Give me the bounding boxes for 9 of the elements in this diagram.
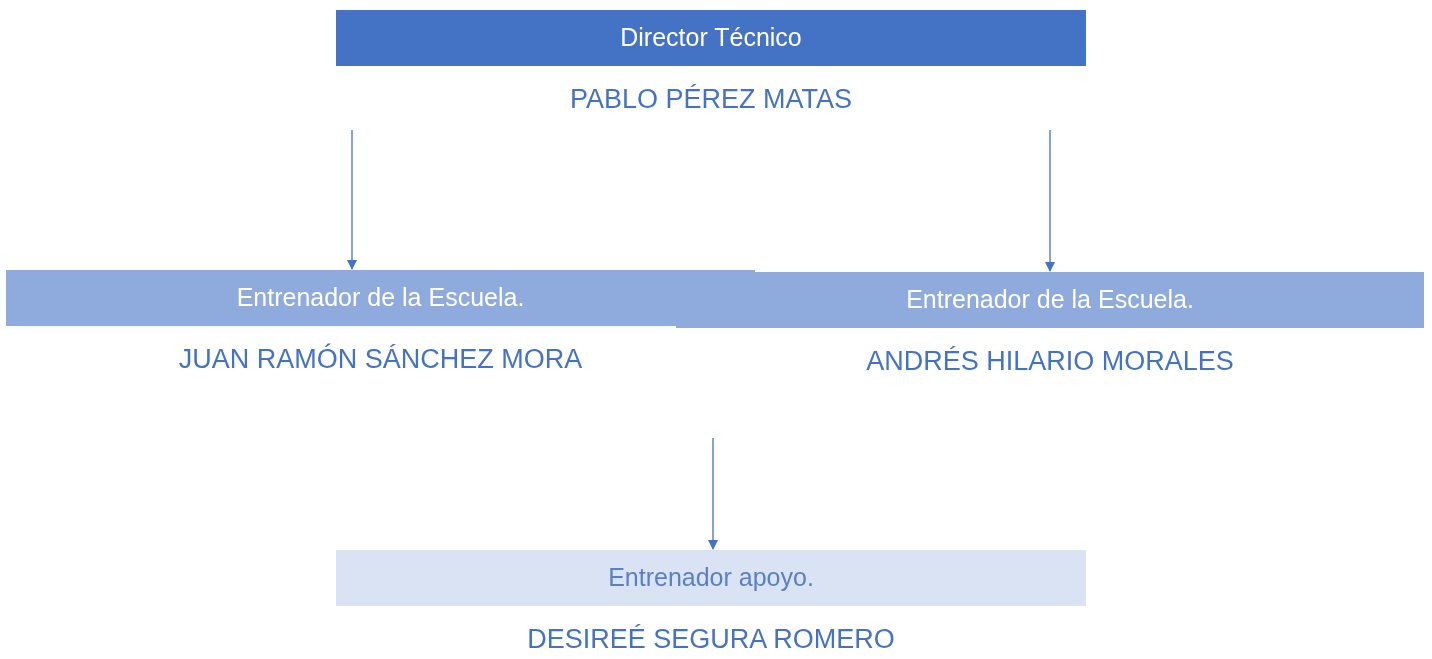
arrow <box>347 129 357 270</box>
arrow <box>1045 129 1055 272</box>
arrow <box>708 437 718 550</box>
title-bar: Entrenador apoyo. <box>336 550 1086 606</box>
person-name: PABLO PÉREZ MATAS <box>569 86 853 113</box>
person-name: ANDRÉS HILARIO MORALES <box>866 348 1234 375</box>
person-name: DESIREÉ SEGURA ROMERO <box>527 626 895 653</box>
title-bar: Director Técnico <box>336 10 1086 66</box>
title-bar: Entrenador de la Escuela. <box>676 272 1424 328</box>
